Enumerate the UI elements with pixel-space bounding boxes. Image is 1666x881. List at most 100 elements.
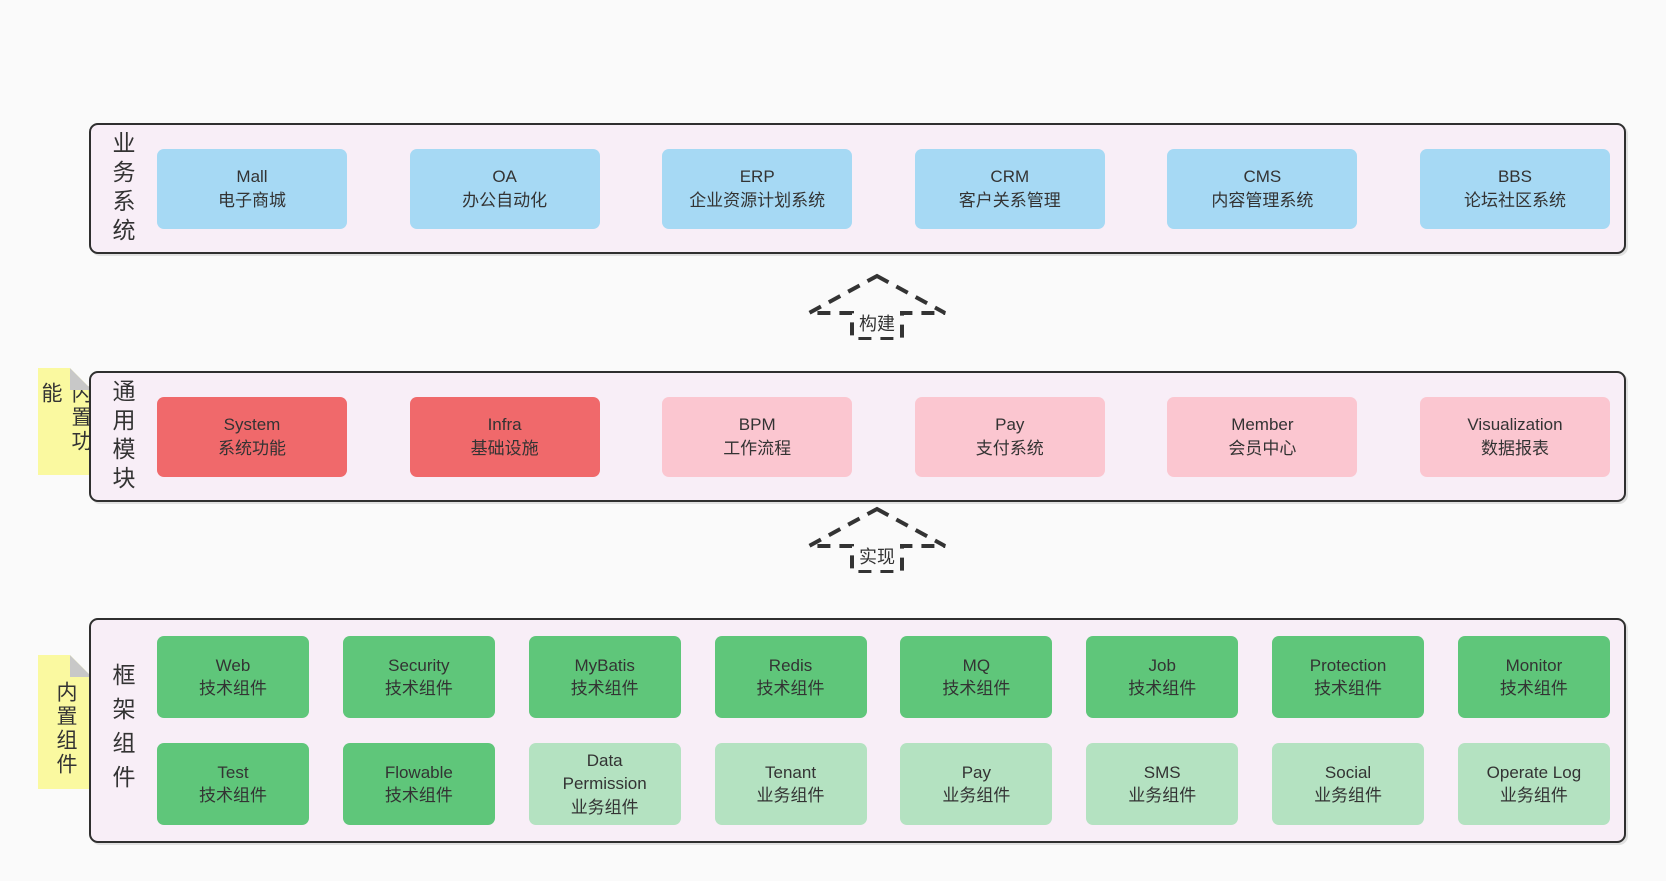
layer-label-framework-components: 框架组件 bbox=[109, 662, 135, 799]
box-title: OA bbox=[492, 167, 517, 187]
box-bbs: BBS 论坛社区系统 bbox=[1419, 148, 1610, 229]
box-title: Security bbox=[388, 655, 450, 675]
box-web: Web 技术组件 bbox=[157, 636, 309, 718]
box-social: Social 业务组件 bbox=[1272, 743, 1425, 825]
box-erp: ERP 企业资源计划系统 bbox=[662, 148, 853, 229]
box-title: Member bbox=[1231, 415, 1294, 435]
box-subtitle: 技术组件 bbox=[570, 679, 639, 698]
box-subtitle: 技术组件 bbox=[384, 679, 453, 698]
box-protection: Protection 技术组件 bbox=[1272, 636, 1425, 718]
box-mall: Mall 电子商城 bbox=[157, 148, 347, 229]
box-title: Pay bbox=[961, 762, 992, 782]
arrow-label: 构建 bbox=[854, 309, 900, 337]
box-subtitle: 内容管理系统 bbox=[1211, 190, 1314, 210]
box-subtitle: 技术组件 bbox=[1499, 679, 1568, 698]
box-visualization: Visualization 数据报表 bbox=[1419, 396, 1610, 477]
box-subtitle: 业务组件 bbox=[942, 786, 1011, 805]
box-subtitle: 技术组件 bbox=[199, 679, 267, 698]
business-systems-row: Mall 电子商城 OA 办公自动化 ERP 企业资源计划系统 CRM 客户关系… bbox=[157, 148, 1610, 229]
box-system: System 系统功能 bbox=[157, 396, 347, 477]
box-subtitle: 技术组件 bbox=[756, 679, 825, 698]
box-title: BPM bbox=[738, 415, 776, 435]
box-test: Test 技术组件 bbox=[157, 743, 309, 825]
box-subtitle: 技术组件 bbox=[1314, 679, 1383, 698]
box-title: BBS bbox=[1497, 167, 1532, 187]
box-title: Mall bbox=[236, 167, 268, 187]
box-title: MQ bbox=[962, 655, 991, 675]
box-subtitle: 基础设施 bbox=[470, 438, 539, 458]
box-title: Job bbox=[1148, 655, 1176, 675]
box-subtitle: 业务组件 bbox=[1128, 786, 1197, 805]
box-subtitle: 技术组件 bbox=[384, 786, 453, 805]
box-cms: CMS 内容管理系统 bbox=[1167, 148, 1358, 229]
layer-label-common-modules: 通用模块 bbox=[109, 378, 135, 495]
box-subtitle: 系统功能 bbox=[218, 438, 286, 458]
box-title: Infra bbox=[487, 415, 522, 435]
box-subtitle: 业务组件 bbox=[1499, 786, 1568, 805]
common-modules-row: System 系统功能 Infra 基础设施 BPM 工作流程 Pay 支付系统… bbox=[157, 396, 1610, 477]
box-security: Security 技术组件 bbox=[342, 636, 495, 718]
box-operate-log: Operate Log 业务组件 bbox=[1457, 743, 1610, 825]
tab-label: 内置功能 bbox=[39, 382, 92, 454]
tab-label: 内置组件 bbox=[54, 681, 77, 777]
box-title: Data Permission bbox=[562, 750, 647, 794]
box-title: Test bbox=[217, 762, 249, 782]
box-subtitle: 企业资源计划系统 bbox=[689, 190, 826, 210]
box-crm: CRM 客户关系管理 bbox=[914, 148, 1105, 229]
box-title: Social bbox=[1324, 762, 1372, 782]
box-subtitle: 技术组件 bbox=[942, 679, 1011, 698]
layer-business-systems: 业务系统 Mall 电子商城 OA 办公自动化 ERP 企业资源计划系统 CRM… bbox=[89, 123, 1626, 254]
box-mq: MQ 技术组件 bbox=[900, 636, 1053, 718]
framework-row-1: Web 技术组件 Security 技术组件 MyBatis 技术组件 Redi… bbox=[157, 636, 1610, 718]
box-subtitle: 论坛社区系统 bbox=[1463, 190, 1566, 210]
box-tenant: Tenant 业务组件 bbox=[714, 743, 867, 825]
box-infra: Infra 基础设施 bbox=[409, 396, 600, 477]
box-title: MyBatis bbox=[574, 655, 635, 675]
box-subtitle: 业务组件 bbox=[570, 797, 639, 817]
box-subtitle: 业务组件 bbox=[756, 786, 825, 805]
box-flowable: Flowable 技术组件 bbox=[342, 743, 495, 825]
box-title: CMS bbox=[1243, 167, 1282, 187]
box-member: Member 会员中心 bbox=[1167, 396, 1358, 477]
box-job: Job 技术组件 bbox=[1086, 636, 1239, 718]
layer-label-business-systems: 业务系统 bbox=[109, 130, 135, 247]
box-title: Redis bbox=[768, 655, 813, 675]
box-mybatis: MyBatis 技术组件 bbox=[528, 636, 681, 718]
box-subtitle: 会员中心 bbox=[1228, 438, 1297, 458]
box-title: SMS bbox=[1143, 762, 1181, 782]
tab-built-in-features: 内置功能 bbox=[38, 368, 92, 475]
box-title: Tenant bbox=[765, 762, 817, 782]
box-pay-component: Pay 业务组件 bbox=[900, 743, 1053, 825]
build-arrow: 构建 bbox=[806, 273, 948, 341]
box-title: Protection bbox=[1309, 655, 1387, 675]
framework-components-grid: Web 技术组件 Security 技术组件 MyBatis 技术组件 Redi… bbox=[157, 636, 1610, 825]
box-sms: SMS 业务组件 bbox=[1086, 743, 1239, 825]
box-bpm: BPM 工作流程 bbox=[662, 396, 853, 477]
box-title: Monitor bbox=[1505, 655, 1563, 675]
box-subtitle: 客户关系管理 bbox=[958, 190, 1061, 210]
box-monitor: Monitor 技术组件 bbox=[1457, 636, 1610, 718]
box-redis: Redis 技术组件 bbox=[714, 636, 867, 718]
box-pay-system: Pay 支付系统 bbox=[914, 396, 1105, 477]
box-title: Web bbox=[215, 655, 251, 675]
layer-framework-components: 框架组件 Web 技术组件 Security 技术组件 MyBatis 技术组件… bbox=[89, 618, 1626, 843]
box-subtitle: 电子商城 bbox=[218, 190, 286, 210]
box-subtitle: 业务组件 bbox=[1314, 786, 1383, 805]
box-title: System bbox=[223, 415, 281, 435]
box-title: CRM bbox=[990, 167, 1030, 187]
arrow-label: 实现 bbox=[854, 542, 900, 570]
box-title: ERP bbox=[739, 167, 775, 187]
box-subtitle: 工作流程 bbox=[723, 438, 792, 458]
box-subtitle: 支付系统 bbox=[975, 438, 1044, 458]
box-title: Flowable bbox=[384, 762, 453, 782]
box-title: Operate Log bbox=[1486, 762, 1582, 782]
box-oa: OA 办公自动化 bbox=[409, 148, 600, 229]
implement-arrow: 实现 bbox=[806, 506, 948, 574]
box-subtitle: 办公自动化 bbox=[462, 190, 548, 210]
box-title: Visualization bbox=[1467, 415, 1563, 435]
box-subtitle: 技术组件 bbox=[1128, 679, 1197, 698]
framework-row-2: Test 技术组件 Flowable 技术组件 Data Permission … bbox=[157, 743, 1610, 825]
layer-common-modules: 通用模块 System 系统功能 Infra 基础设施 BPM 工作流程 Pay… bbox=[89, 371, 1626, 502]
box-data-permission: Data Permission 业务组件 bbox=[528, 743, 681, 825]
box-subtitle: 数据报表 bbox=[1480, 438, 1549, 458]
